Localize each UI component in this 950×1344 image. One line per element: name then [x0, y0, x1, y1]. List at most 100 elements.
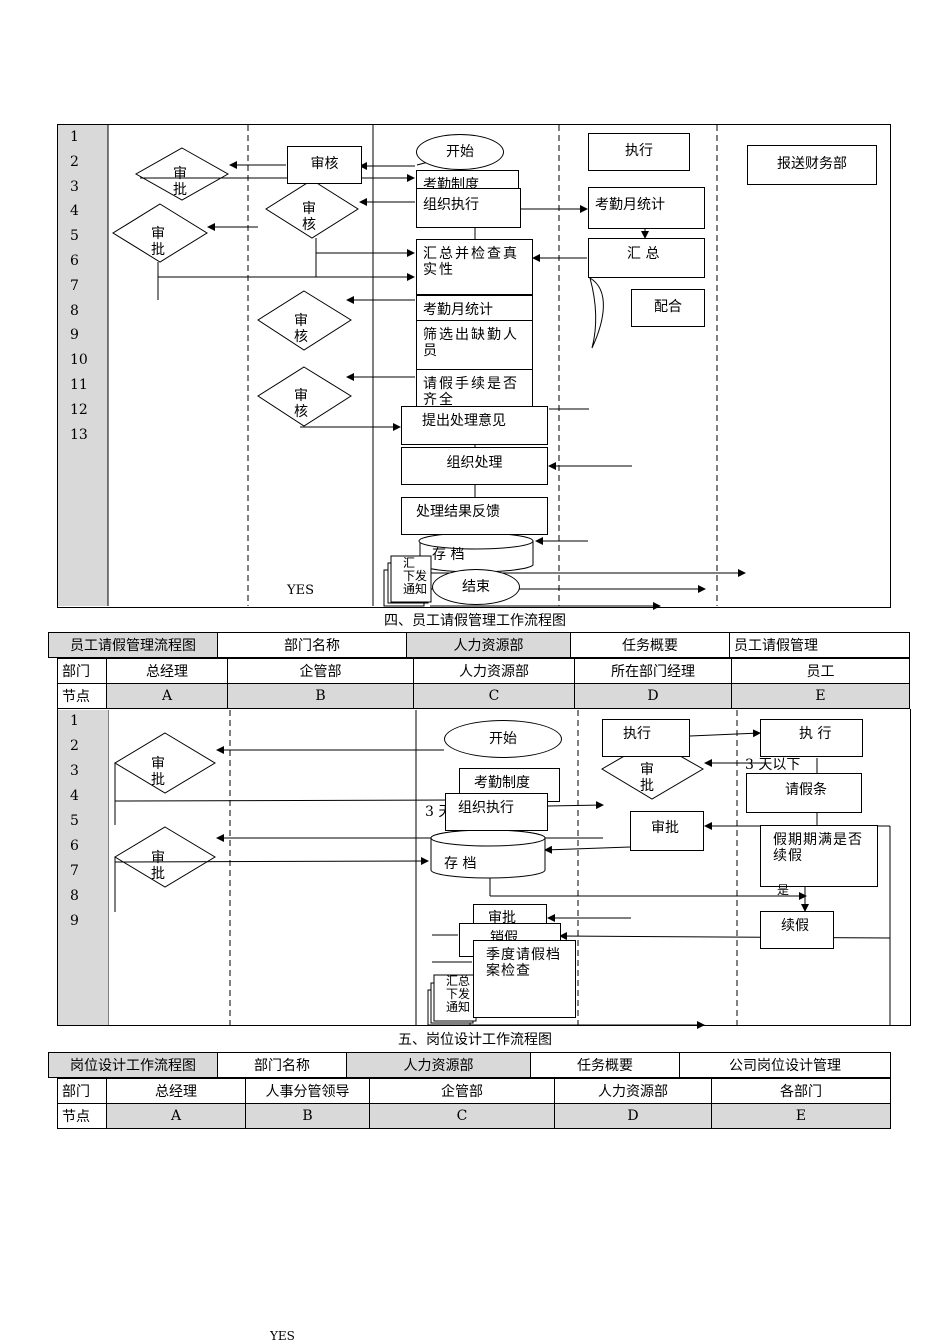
flow3-org-execute-box: 组织执行 [416, 188, 521, 228]
row-number: 2 [70, 738, 79, 754]
flow4-dept-cell: 人力资源部 [413, 658, 575, 684]
flow4-approve-d2-box: 审批 [630, 811, 704, 851]
flow3-diamond-a2 [112, 203, 208, 263]
flow3-notice-stack: 汇 下发 通知 [403, 556, 428, 596]
flow5-task-label: 任务概要 [530, 1052, 680, 1078]
flow4-caption: 四、员工请假管理工作流程图 [384, 613, 566, 629]
row-number: 3 [70, 178, 79, 195]
flow4-approve-label-a1: 审 批 [151, 756, 165, 788]
flow4-dept-cell: 所在部门经理 [574, 658, 732, 684]
flow4-continue-leave-box: 续假 [760, 911, 834, 949]
flow4-diamond-a2 [114, 826, 216, 888]
row-number: 13 [70, 426, 88, 443]
flow4-execute-d-box: 执行 [602, 719, 690, 757]
flow4-execute-e-box: 执 行 [760, 719, 863, 757]
flow3-report-finance-box: 报送财务部 [747, 145, 877, 185]
row-number: 8 [70, 302, 79, 319]
flow3-archive-label: 存 档 [432, 547, 465, 563]
flow3-review-label-b4: 审 核 [294, 388, 308, 420]
flow5-node-cell: E [711, 1103, 891, 1129]
flow5-flow-name: 岗位设计工作流程图 [48, 1052, 218, 1078]
flow3-review-box-b1: 审核 [287, 146, 362, 184]
row-number: 7 [70, 277, 79, 294]
footer-yes-label: YES [270, 1329, 295, 1343]
row-number: 6 [70, 253, 79, 269]
flow5-node-cell: A [106, 1103, 246, 1129]
flow4-dept-cell: 企管部 [227, 658, 414, 684]
flow3-leave-complete-box: 请假手续是否齐全 [416, 369, 533, 409]
flow4-leave-note-box: 请假条 [746, 773, 862, 813]
flow4-dept-value: 人力资源部 [406, 632, 571, 658]
row-number: 10 [70, 352, 88, 369]
row-number: 4 [70, 788, 79, 804]
flow3-yes-label: YES [287, 583, 314, 598]
row-number: 5 [70, 228, 79, 245]
flow3-frame [57, 124, 891, 608]
flow5-dept-cell: 部门 [57, 1078, 107, 1104]
flow5-dept-label: 部门名称 [217, 1052, 347, 1078]
flow4-flow-name: 员工请假管理流程图 [48, 632, 218, 658]
flow3-end-terminal: 结束 [432, 569, 520, 605]
flow5-node-cell: D [554, 1103, 712, 1129]
flow4-notice-stack: 汇总 下发 通知 [446, 974, 471, 1014]
flow3-feedback-box: 处理结果反馈 [401, 497, 548, 535]
flow4-org-execute-box: 组织执行 [445, 793, 548, 831]
flow4-number-column [58, 710, 108, 1025]
flow5-node-cell: C [369, 1103, 555, 1129]
flow5-node-cell: B [245, 1103, 370, 1129]
row-number: 8 [70, 888, 79, 904]
flow3-approve-label-a1: 审 批 [173, 166, 187, 198]
row-number: 6 [70, 838, 79, 854]
flow4-header-table: 员工请假管理流程图 部门名称 人力资源部 任务概要 员工请假管理 [48, 632, 910, 658]
flow4-dept-cell: 员工 [731, 658, 910, 684]
flow4-task-value: 员工请假管理 [729, 632, 910, 658]
flow3-summary-check-box: 汇总并检查真实性 [416, 239, 533, 295]
flow5-dept-cell: 人力资源部 [554, 1078, 712, 1104]
flow4-dept-cell: 总经理 [106, 658, 228, 684]
flow4-node-cell: E [731, 683, 910, 709]
flow5-node-row: 节点 A B C D E [57, 1103, 891, 1129]
flow4-expire-continue-box: 假期期满是否续假 [760, 825, 878, 887]
flow4-yes-mark: 是 [777, 883, 790, 897]
flow4-node-cell: C [413, 683, 575, 709]
flow4-node-row: 节点 A B C D E [57, 683, 910, 709]
flow4-approve-label-a2: 审 批 [151, 850, 165, 882]
flow4-lane-table: 部门 总经理 企管部 人力资源部 所在部门经理 员工 节点 A B C D E [57, 658, 910, 709]
flow3-diamond-b2 [265, 179, 359, 239]
flow4-diamond-a1 [114, 732, 216, 794]
row-number: 7 [70, 863, 79, 879]
flow5-dept-cell: 各部门 [711, 1078, 891, 1104]
row-number: 5 [70, 813, 79, 829]
row-number: 1 [70, 713, 79, 729]
flow4-start-terminal: 开始 [444, 720, 562, 758]
flow5-task-value: 公司岗位设计管理 [679, 1052, 891, 1078]
flow3-review-label-b3: 审 核 [294, 313, 308, 345]
flow5-dept-cell: 人事分管领导 [245, 1078, 370, 1104]
flow5-node-cell: 节点 [57, 1103, 107, 1129]
flow5-caption: 五、岗位设计工作流程图 [398, 1032, 552, 1048]
flow4-dept-row: 部门 总经理 企管部 人力资源部 所在部门经理 员工 [57, 658, 910, 684]
flow3-review-label-b2: 审 核 [302, 201, 316, 233]
flow4-node-cell: D [574, 683, 732, 709]
flow3-cooperate-box: 配合 [631, 289, 705, 327]
flow3-diamond-b4 [257, 366, 352, 427]
row-number: 9 [70, 913, 79, 929]
row-number: 4 [70, 203, 79, 220]
flow4-node-cell: 节点 [57, 683, 107, 709]
flow3-org-handle-box: 组织处理 [401, 447, 548, 485]
flow3-propose-box: 提出处理意见 [401, 406, 548, 445]
flow4-node-cell: B [227, 683, 414, 709]
flow4-attendance-system-box: 考勤制度 [459, 768, 560, 802]
flow4-node-cell: A [106, 683, 228, 709]
flow3-summary-box-d: 汇 总 [588, 238, 705, 278]
flow3-screen-absent-box: 筛选出缺勤人员 [416, 320, 533, 370]
flow5-dept-cell: 企管部 [369, 1078, 555, 1104]
flow5-lane-table: 部门 总经理 人事分管领导 企管部 人力资源部 各部门 节点 A B C D E [57, 1078, 891, 1129]
row-number: 3 [70, 763, 79, 779]
flow5-header-table: 岗位设计工作流程图 部门名称 人力资源部 任务概要 公司岗位设计管理 [48, 1052, 891, 1078]
flow3-diamond-a1 [134, 147, 230, 201]
flow4-archive-label: 存 档 [444, 856, 477, 872]
flow3-number-column [58, 125, 108, 606]
flow3-diamond-b3 [257, 290, 352, 351]
